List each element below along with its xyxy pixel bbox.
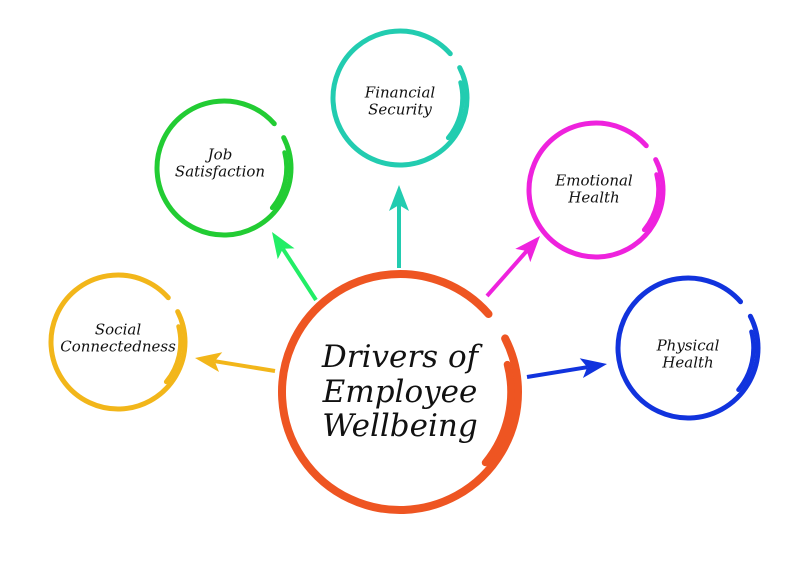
center-label-line1: Drivers of — [321, 338, 479, 375]
arrow-head-social-connectedness — [195, 352, 223, 373]
node-circle-tail-social-connectedness — [163, 324, 183, 385]
node-label-line2: Health — [568, 188, 620, 206]
node-circle-social-connectedness — [48, 272, 188, 412]
arrow-head-physical-health — [579, 358, 607, 379]
arrow-head-financial-security — [389, 185, 409, 211]
node-label-job-satisfaction: Job Satisfaction — [174, 145, 266, 180]
node-label-emotional-health: Emotional Health — [555, 171, 633, 206]
node-label-physical-health: Physical Health — [656, 336, 720, 371]
arrow-shaft-social-connectedness — [214, 359, 276, 373]
node-circle-tail-physical-health — [736, 329, 756, 393]
node-circle-tail-financial-security — [445, 80, 465, 141]
node-circle-tail-job-satisfaction — [269, 150, 289, 211]
node-circle-job-satisfaction — [154, 98, 294, 238]
node-label-line1: Emotional — [555, 171, 633, 190]
arrow-head-emotional-health — [515, 236, 540, 263]
arrow-shaft-job-satisfaction — [281, 247, 318, 302]
center-label-line2: Employee — [322, 373, 478, 410]
center-label: Drivers of Employee Wellbeing — [322, 340, 478, 444]
node-circle-center — [278, 270, 522, 514]
node-label-line1: Social — [94, 320, 142, 339]
node-label-line1: Physical — [656, 336, 720, 355]
arrow-shaft-physical-health — [526, 365, 588, 379]
node-label-social-connectedness: Social Connectedness — [60, 320, 176, 355]
node-circle-financial-security — [330, 28, 470, 168]
node-label-line2: Security — [368, 100, 432, 118]
node-label-line2: Connectedness — [60, 337, 176, 355]
node-circle-tail-emotional-health — [641, 172, 661, 233]
node-circle-tail-center — [481, 360, 515, 467]
node-circle-emotional-health — [526, 120, 666, 260]
node-circle-physical-health — [615, 275, 761, 421]
node-label-line1: Financial — [364, 83, 436, 102]
node-label-line1: Job — [207, 145, 233, 164]
node-label-financial-security: Financial Security — [364, 83, 436, 118]
node-label-line2: Health — [662, 353, 714, 371]
center-label-line3: Wellbeing — [322, 408, 478, 445]
arrow-head-job-satisfaction — [272, 232, 295, 260]
arrow-shaft-emotional-health — [485, 249, 529, 298]
node-label-line2: Satisfaction — [174, 162, 266, 180]
